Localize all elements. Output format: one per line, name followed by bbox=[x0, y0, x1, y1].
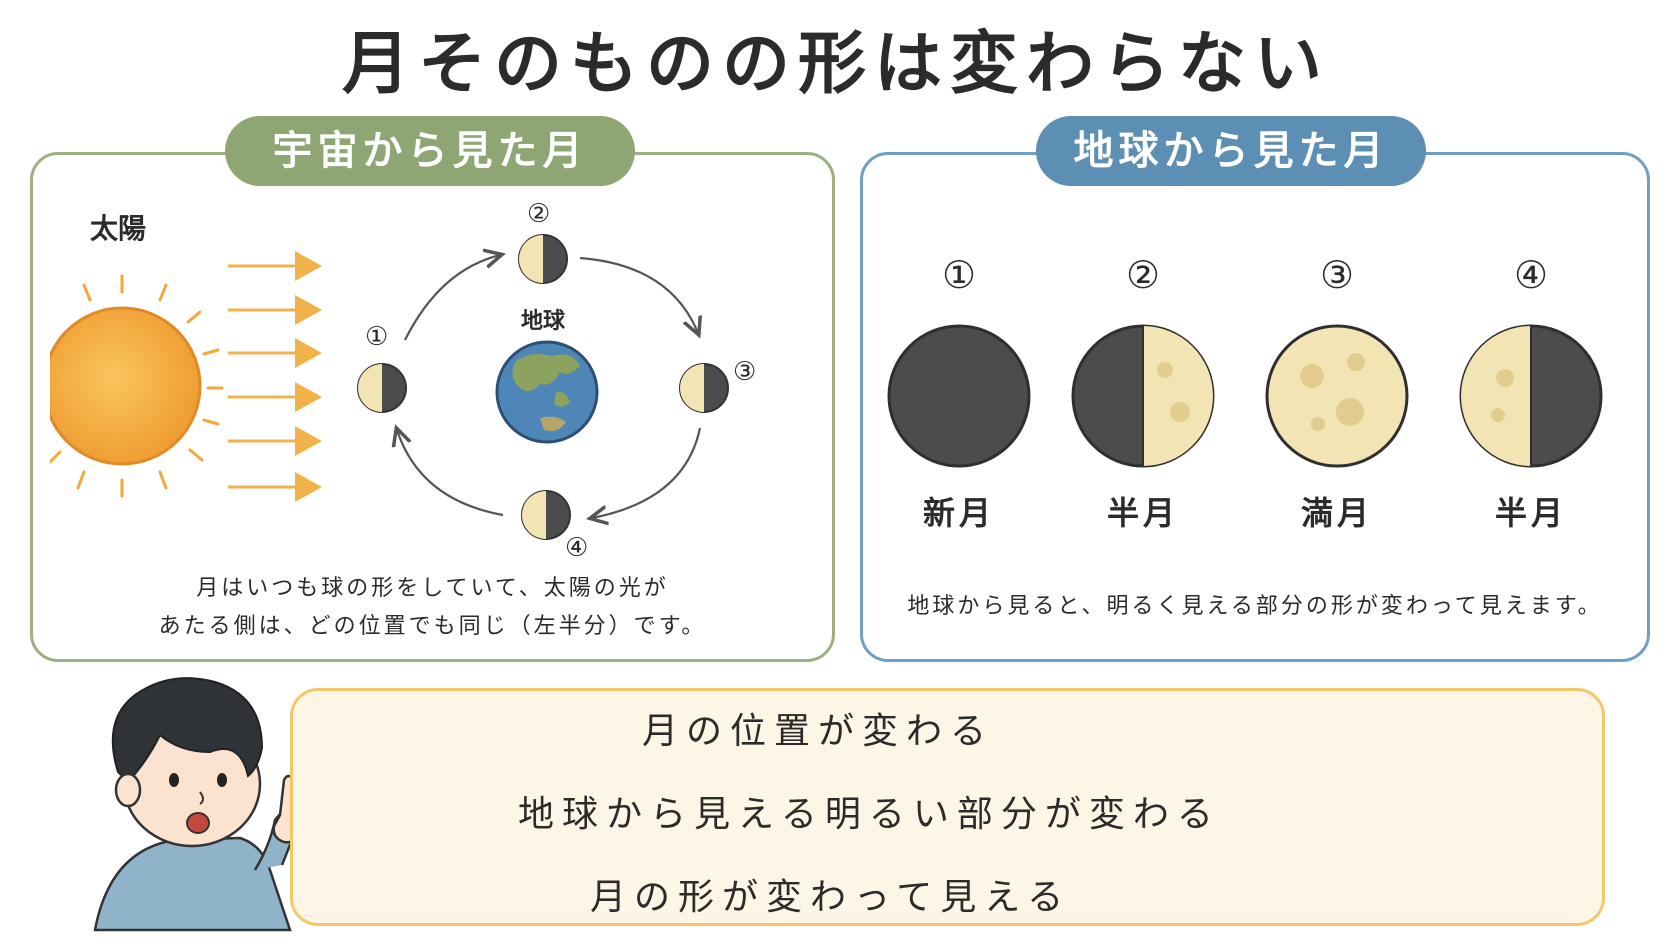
phase-moon-full bbox=[1265, 324, 1409, 468]
phase-number-3: ③ bbox=[1320, 253, 1354, 297]
flow-summary-box bbox=[290, 688, 1605, 926]
phase-moon-first-quarter bbox=[1071, 324, 1215, 468]
orbit-position-label-4: ④ bbox=[565, 533, 588, 563]
phase-name-1: 新月 bbox=[922, 494, 995, 532]
flow-step-1: 月の位置が変わる bbox=[642, 711, 995, 752]
orbit-moon-2 bbox=[518, 234, 568, 284]
sun-icon bbox=[50, 274, 224, 498]
orbit-position-label-1: ① bbox=[365, 322, 388, 352]
phase-number-4: ④ bbox=[1514, 253, 1548, 297]
earth-view-caption: 地球から見ると、明るく見える部分の形が変わって見えます。 bbox=[907, 594, 1603, 619]
earth-view-header: 地球から見た月 bbox=[1036, 116, 1426, 186]
phase-name-2: 半月 bbox=[1106, 494, 1179, 532]
phase-moon-new bbox=[887, 324, 1031, 468]
orbit-position-label-2: ② bbox=[527, 199, 550, 229]
orbit-moon-3 bbox=[679, 363, 729, 413]
sun-label: 太陽 bbox=[90, 212, 146, 245]
space-view-caption: 月はいつも球の形をしていて、太陽の光が あたる側は、どの位置でも同じ（左半分）で… bbox=[60, 570, 805, 646]
space-caption-line-2: あたる側は、どの位置でも同じ（左半分）です。 bbox=[158, 614, 707, 639]
phase-name-3: 満月 bbox=[1300, 494, 1373, 532]
phase-moon-last-quarter bbox=[1459, 324, 1603, 468]
orbit-moon-4 bbox=[521, 490, 571, 540]
orbit-arrows bbox=[397, 255, 700, 518]
space-view-header: 宇宙から見た月 bbox=[225, 116, 635, 186]
flow-step-2: 地球から見える明るい部分が変わる bbox=[518, 794, 1221, 835]
phase-name-4: 半月 bbox=[1494, 494, 1567, 532]
space-caption-line-1: 月はいつも球の形をしていて、太陽の光が bbox=[196, 576, 669, 601]
orbit-position-label-3: ③ bbox=[733, 357, 756, 387]
orbit-moon-1 bbox=[357, 363, 407, 413]
sunlight-arrows bbox=[228, 251, 322, 502]
boy-character-illustration bbox=[93, 677, 332, 932]
phase-number-2: ② bbox=[1126, 253, 1160, 297]
phase-number-1: ① bbox=[942, 253, 976, 297]
page-title: 月そのものの形は変わらない bbox=[341, 25, 1330, 104]
earth-icon bbox=[495, 340, 599, 444]
flow-step-3: 月の形が変わって見える bbox=[590, 877, 1072, 918]
earth-label: 地球 bbox=[521, 309, 566, 334]
